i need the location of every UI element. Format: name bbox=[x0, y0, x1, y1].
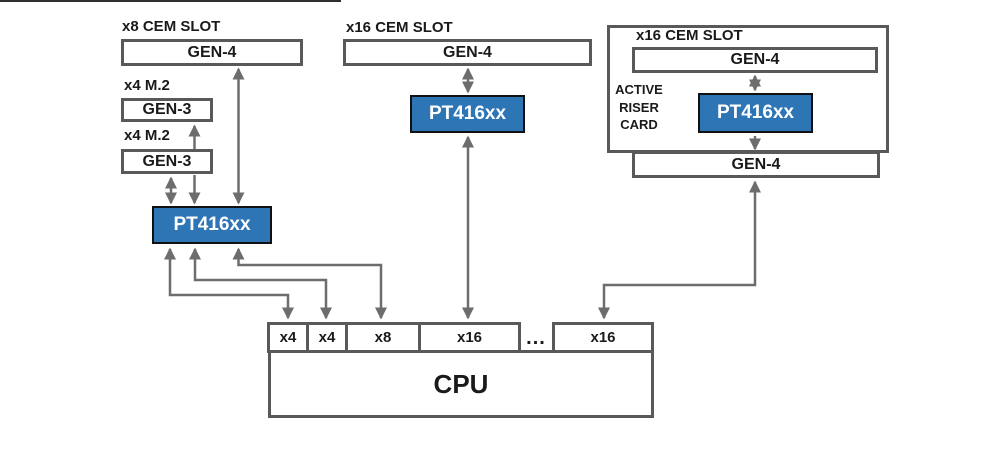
arrow-left-chip-to-cpu-lane-x4-2 bbox=[189, 247, 332, 320]
riser-edge-gen4-box: GEN-4 bbox=[632, 151, 880, 178]
riser-x16-cem-slot-label: x16 CEM SLOT bbox=[636, 27, 743, 44]
riser-label-line-1: ACTIVE bbox=[615, 82, 663, 97]
cpu-lane-x8: x8 bbox=[345, 322, 421, 353]
cpu-lane-ellipsis: ... bbox=[526, 326, 546, 349]
cpu-lane-x16-2: x16 bbox=[552, 322, 654, 353]
m2-slot-2-gen3-box: GEN-3 bbox=[121, 149, 213, 174]
arrow-edge-gen4-to-cpu-lane-x16-2 bbox=[598, 180, 761, 320]
figure-border-line bbox=[0, 0, 341, 2]
x8-cem-slot-label: x8 CEM SLOT bbox=[122, 18, 221, 35]
arrow-left-chip-to-cpu-lane-x4-1 bbox=[164, 247, 294, 320]
left-pt416xx-chip: PT416xx bbox=[152, 206, 272, 244]
riser-label-line-2: RISER bbox=[619, 99, 659, 115]
m2-slot-2-label: x4 M.2 bbox=[124, 127, 170, 144]
riser-pt416xx-chip: PT416xx bbox=[698, 93, 813, 133]
cpu-lane-x4-2: x4 bbox=[306, 322, 348, 353]
mid-pt416xx-chip: PT416xx bbox=[410, 95, 525, 133]
x8-cem-gen4-box: GEN-4 bbox=[121, 39, 303, 66]
active-riser-card-label: ACTIVE RISER CARD bbox=[608, 81, 670, 134]
riser-label-line-3: CARD bbox=[620, 117, 658, 132]
cpu-lane-x4-1: x4 bbox=[267, 322, 309, 353]
cpu-box: CPU bbox=[268, 350, 654, 418]
m2-slot-1-gen3-box: GEN-3 bbox=[121, 98, 213, 122]
arrow-left-chip-to-cpu-lane-x8 bbox=[232, 247, 387, 320]
m2-slot-1-label: x4 M.2 bbox=[124, 77, 170, 94]
cpu-lane-x16-1: x16 bbox=[418, 322, 521, 353]
x16-cem-gen4-box: GEN-4 bbox=[343, 39, 592, 66]
riser-gen4-box: GEN-4 bbox=[632, 47, 878, 73]
x16-cem-slot-label: x16 CEM SLOT bbox=[346, 19, 453, 36]
